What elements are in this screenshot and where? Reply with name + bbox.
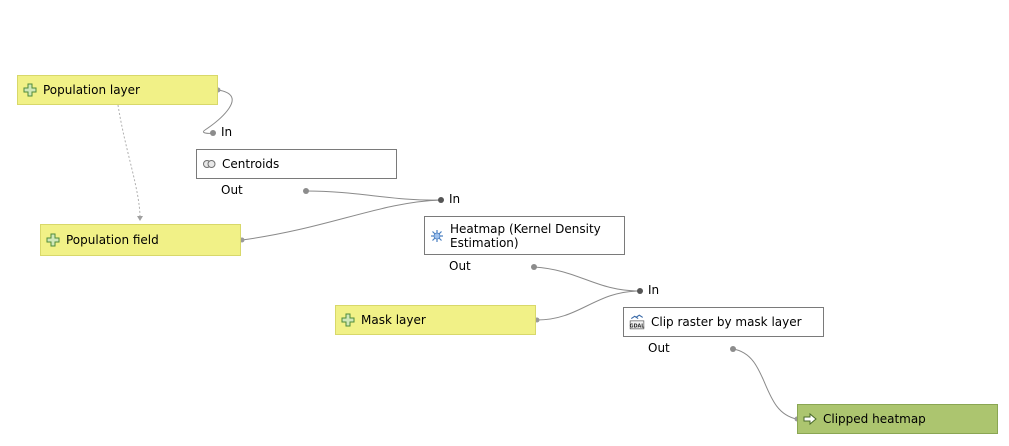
clip-out-label: Out <box>648 341 670 355</box>
population-layer-node[interactable]: Population layer <box>17 75 218 105</box>
population-field-label: Population field <box>66 233 159 247</box>
centroids-in-port[interactable] <box>210 130 216 136</box>
clip-out-port[interactable] <box>730 346 736 352</box>
centroids-out-label: Out <box>221 183 243 197</box>
link-heatmap-to-clip <box>533 266 641 292</box>
heatmap-in-label: In <box>449 192 461 206</box>
link-mask-layer-to-clip <box>536 290 641 321</box>
link-population-layer-to-centroids <box>202 89 233 134</box>
mask-layer-node[interactable]: Mask layer <box>335 305 536 335</box>
clip-raster-title: Clip raster by mask layer <box>651 315 802 329</box>
dependency-arrow-icon <box>137 216 143 221</box>
heatmap-in-port[interactable] <box>438 197 444 203</box>
population-field-node[interactable]: Population field <box>40 224 241 256</box>
clip-in-label: In <box>648 283 660 297</box>
plus-icon <box>46 233 60 247</box>
mask-layer-label: Mask layer <box>361 313 426 327</box>
centroids-title: Centroids <box>222 157 280 171</box>
heatmap-out-port[interactable] <box>531 264 537 270</box>
centroids-out-port[interactable] <box>303 188 309 194</box>
dependency-link <box>117 104 141 219</box>
clip-raster-node[interactable]: GDAL Clip raster by mask layer <box>623 307 824 337</box>
gdal-icon: GDAL <box>630 314 645 329</box>
centroids-in-label: In <box>221 125 233 139</box>
link-centroids-to-heatmap <box>305 190 442 201</box>
heatmap-title: Heatmap (Kernel Density Estimation) <box>450 221 601 250</box>
clipped-heatmap-node[interactable]: Clipped heatmap <box>797 404 998 434</box>
clip-in-port[interactable] <box>637 288 643 294</box>
heatmap-node[interactable]: Heatmap (Kernel Density Estimation) <box>424 216 625 255</box>
link-population-field-to-heatmap <box>241 199 442 241</box>
link-clip-to-output <box>732 348 798 420</box>
svg-text:GDAL: GDAL <box>630 323 645 329</box>
arrow-right-icon <box>803 412 817 426</box>
population-layer-label: Population layer <box>43 83 140 97</box>
centroids-node[interactable]: Centroids <box>196 149 397 179</box>
plus-icon <box>341 313 355 327</box>
heatmap-out-label: Out <box>449 259 471 273</box>
heatmap-icon <box>431 229 443 242</box>
plus-icon <box>23 83 37 97</box>
centroids-icon <box>203 160 216 168</box>
clipped-heatmap-label: Clipped heatmap <box>823 412 926 426</box>
